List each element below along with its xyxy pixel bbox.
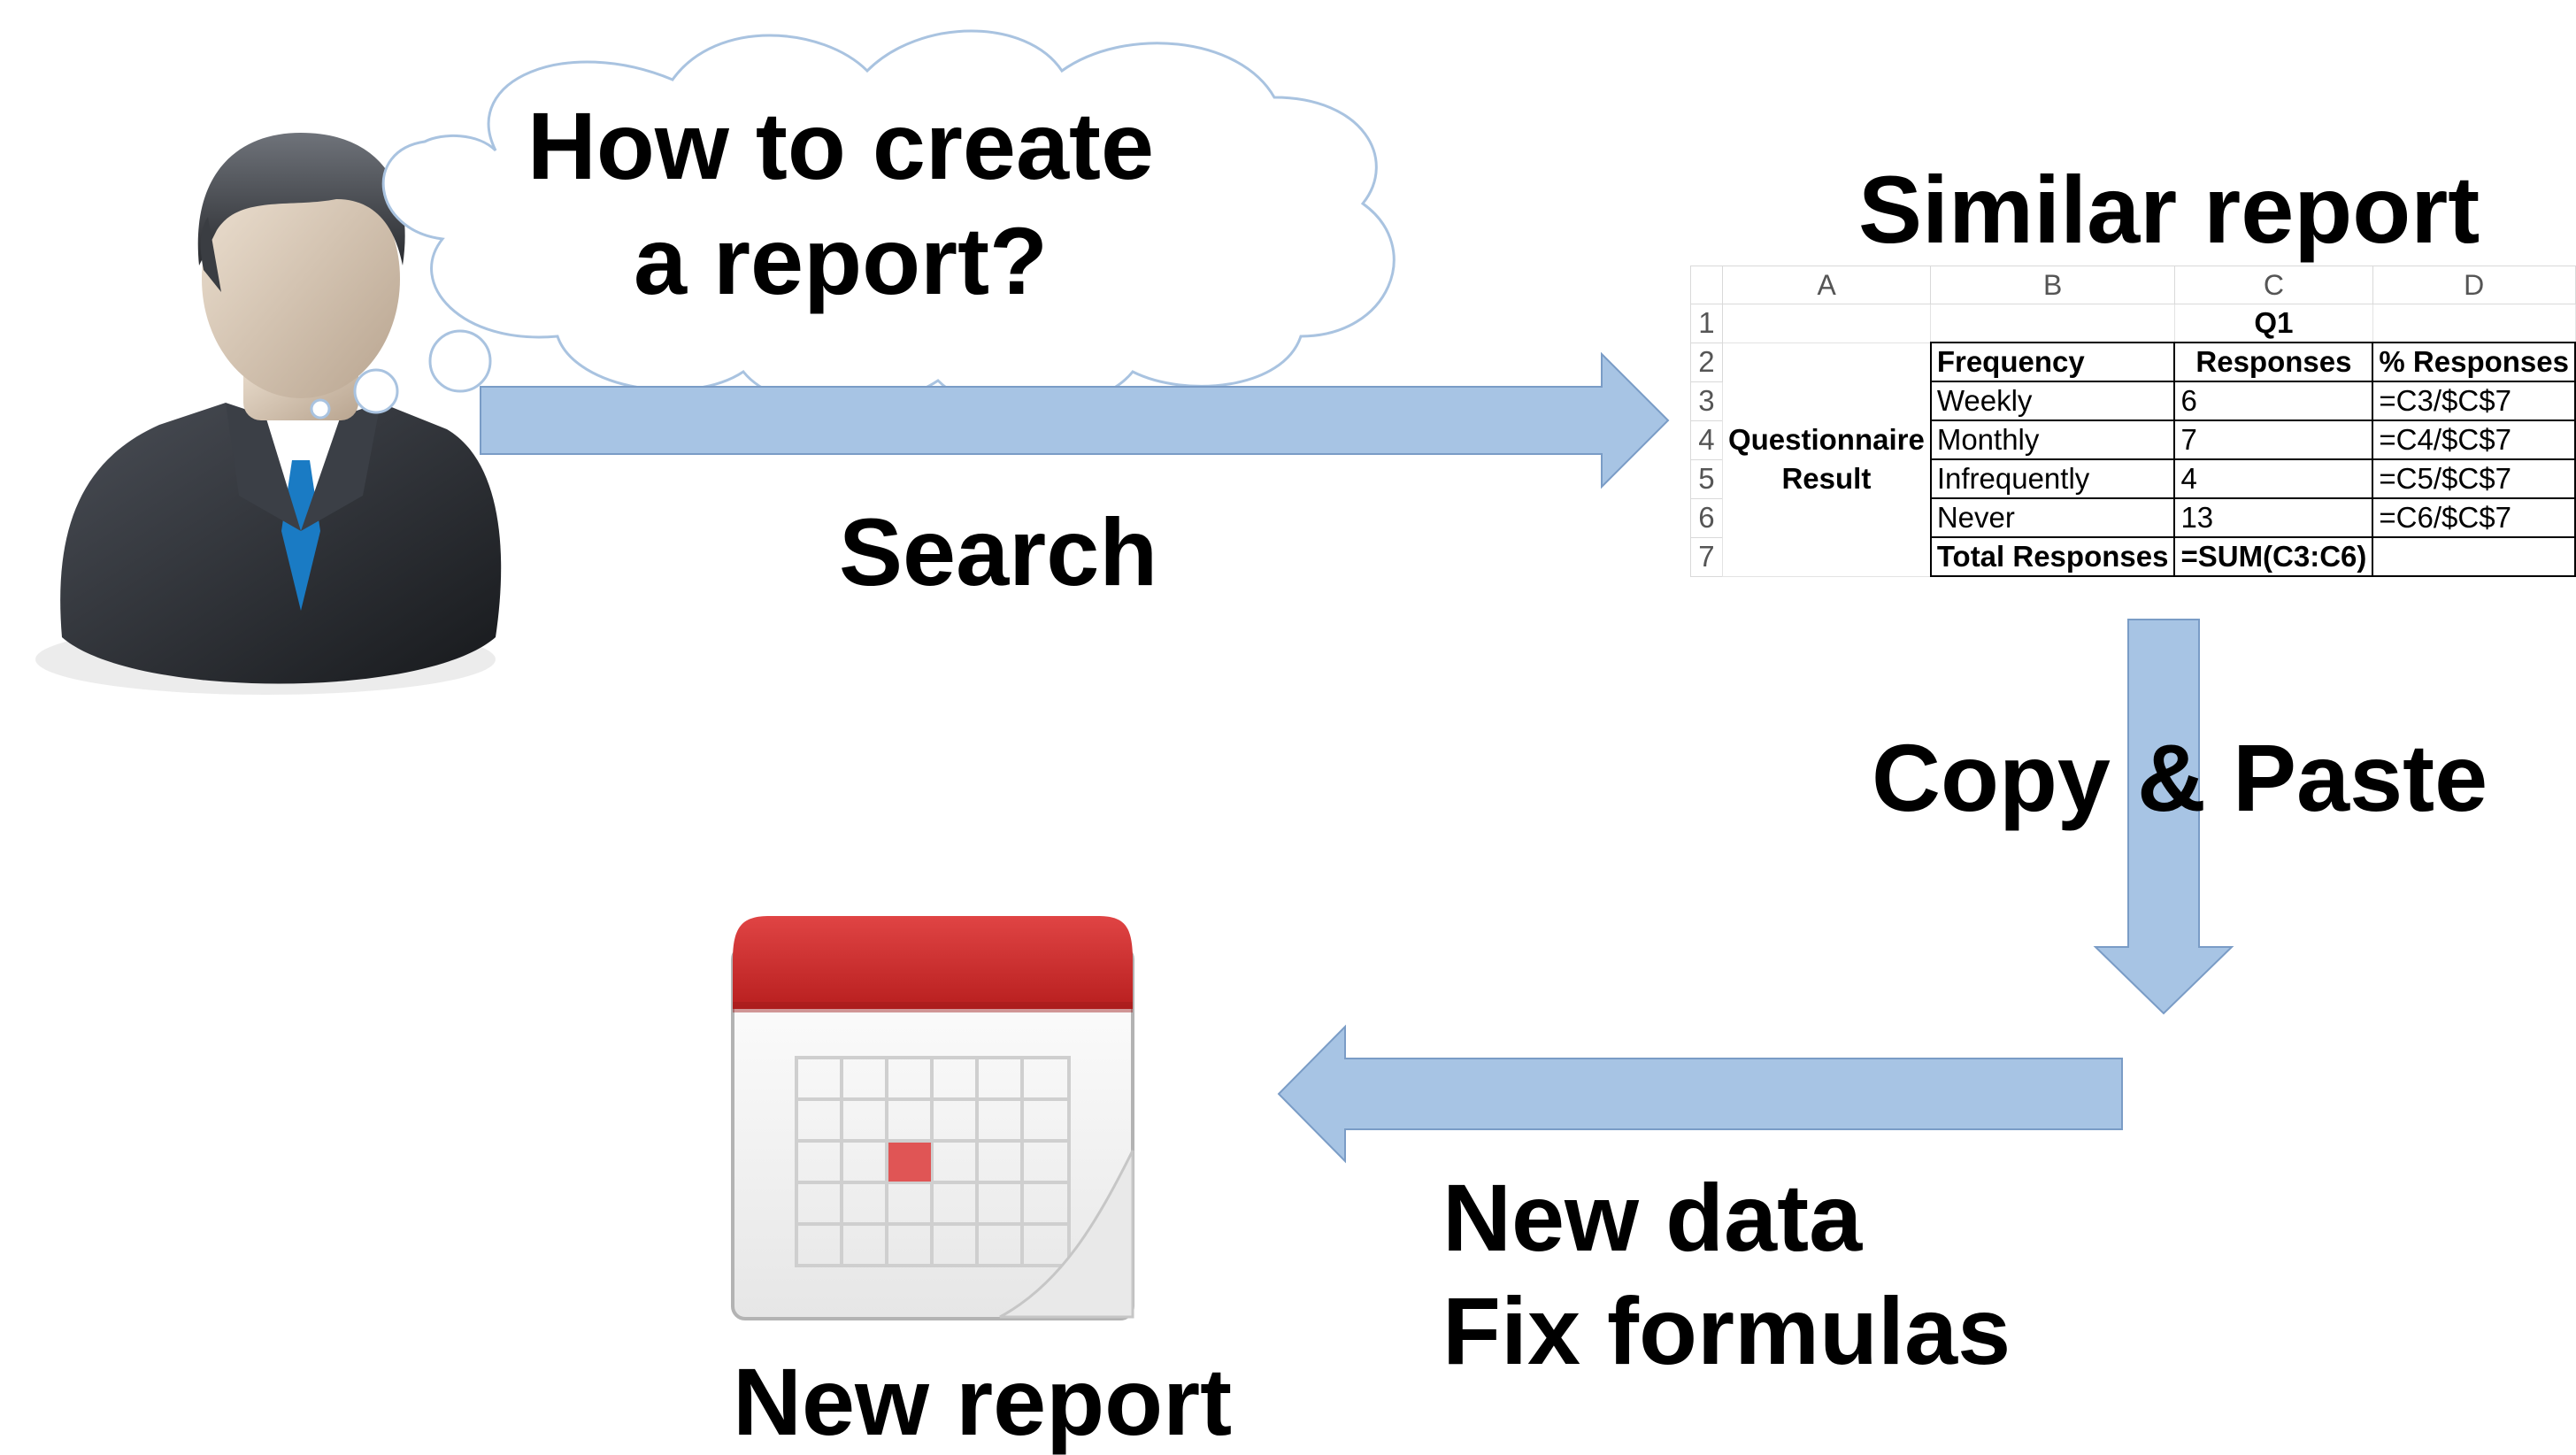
cell: Weekly: [1929, 381, 2176, 421]
thought-line-2: a report?: [633, 207, 1049, 314]
total-formula-cell: =SUM(C3:C6): [2173, 536, 2374, 577]
spreadsheet: A B C D 1 Q1 2 Questionnaire Result Freq…: [1690, 266, 2576, 577]
row-number: 3: [1690, 381, 1723, 421]
column-header: D: [2372, 266, 2576, 304]
cell: Never: [1929, 497, 2176, 538]
search-arrow: [480, 351, 1670, 489]
column-header: C: [2173, 266, 2373, 304]
new-report-label: New report: [733, 1348, 1233, 1455]
row-number: 1: [1690, 304, 1723, 343]
cell: [1721, 304, 1932, 343]
cell: [2372, 304, 2576, 343]
cell: =C3/$C$7: [2372, 381, 2576, 421]
row-number: 5: [1690, 458, 1723, 499]
cell: Monthly: [1929, 420, 2176, 460]
column-header: B: [1930, 266, 2175, 304]
cell: =C6/$C$7: [2372, 497, 2576, 538]
thought-question: How to create a report?: [354, 89, 1327, 319]
header-cell: Responses: [2173, 342, 2374, 382]
row-number: 7: [1690, 536, 1723, 577]
questionnaire-result-cell: Questionnaire Result: [1721, 342, 1932, 577]
new-data-line: New data: [1442, 1164, 1863, 1271]
column-header: A: [1721, 266, 1932, 304]
row-number: 4: [1690, 420, 1723, 460]
corner-cell: [1690, 266, 1723, 304]
calendar-marker: [888, 1143, 931, 1182]
cell: Infrequently: [1929, 458, 2176, 499]
similar-report-label: Similar report: [1858, 156, 2480, 263]
cell: 7: [2173, 420, 2374, 460]
new-data-arrow: [1277, 1024, 2123, 1164]
new-data-label: New data Fix formulas: [1442, 1161, 2011, 1388]
person-icon: [35, 133, 502, 695]
search-label: Search: [839, 498, 1158, 605]
thought-line-1: How to create: [527, 92, 1155, 199]
fix-formulas-line: Fix formulas: [1442, 1277, 2011, 1384]
cell: =C5/$C$7: [2372, 458, 2576, 499]
header-cell: % Responses: [2372, 342, 2576, 382]
q1-header: Q1: [2173, 304, 2373, 343]
cell: 6: [2173, 381, 2374, 421]
thought-cloud-icon: [353, 29, 1396, 414]
row-number: 6: [1690, 497, 1723, 538]
cell: [1930, 304, 2175, 343]
calendar-icon: [731, 916, 1134, 1320]
copy-paste-label: Copy & Paste: [1872, 724, 2488, 831]
row-number: 2: [1690, 342, 1723, 382]
copy-paste-arrow: [2093, 619, 2234, 1015]
cell: =C4/$C$7: [2372, 420, 2576, 460]
total-label-cell: Total Responses: [1929, 536, 2176, 577]
cell: 13: [2173, 497, 2374, 538]
cell: [2372, 536, 2576, 577]
header-cell: Frequency: [1929, 342, 2176, 382]
cell: 4: [2173, 458, 2374, 499]
